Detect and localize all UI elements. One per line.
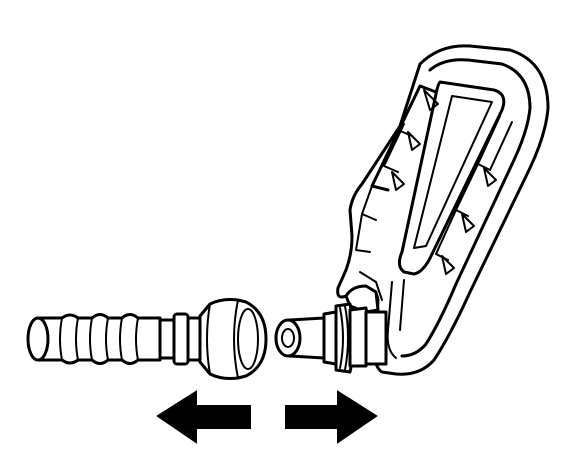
arrow-left xyxy=(156,390,251,444)
quick-connect-female-fitting xyxy=(198,298,268,380)
arrow-right xyxy=(285,390,378,444)
male-fitting xyxy=(274,302,388,374)
line-tube xyxy=(26,312,202,366)
